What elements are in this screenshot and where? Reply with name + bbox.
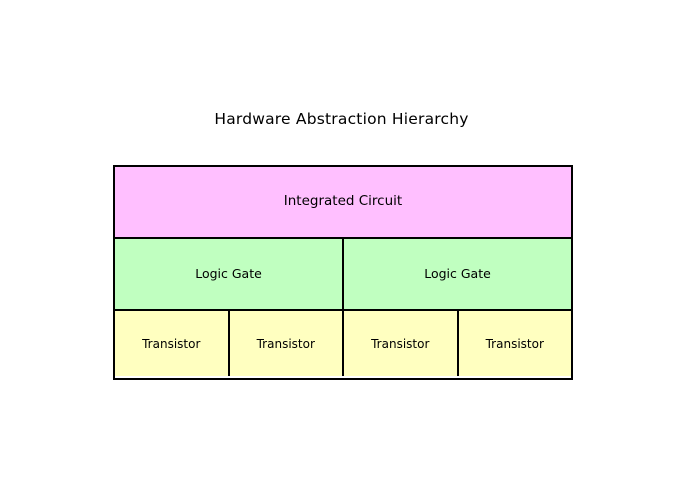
- tier-transistor: Transistor Transistor Transistor Transis…: [115, 309, 571, 376]
- block-label: Logic Gate: [195, 265, 262, 281]
- block-label: Integrated Circuit: [283, 193, 403, 210]
- block-transistor-2[interactable]: Transistor: [227, 311, 342, 376]
- block-logic-gate-1[interactable]: Logic Gate: [115, 239, 342, 309]
- block-label: Transistor: [371, 336, 430, 351]
- block-label: Logic Gate: [424, 265, 491, 281]
- block-label: Transistor: [256, 336, 315, 351]
- block-label: Transistor: [142, 336, 201, 351]
- block-transistor-4[interactable]: Transistor: [456, 311, 571, 376]
- block-logic-gate-2[interactable]: Logic Gate: [342, 239, 571, 309]
- block-integrated-circuit[interactable]: Integrated Circuit: [115, 167, 571, 237]
- hierarchy-diagram: Integrated Circuit Logic Gate Logic Gate…: [113, 165, 573, 380]
- block-transistor-1[interactable]: Transistor: [115, 311, 228, 376]
- tier-logic-gate: Logic Gate Logic Gate: [115, 237, 571, 309]
- page-title: Hardware Abstraction Hierarchy: [214, 110, 469, 128]
- tier-integrated-circuit: Integrated Circuit: [115, 167, 571, 237]
- block-transistor-3[interactable]: Transistor: [342, 311, 457, 376]
- block-label: Transistor: [485, 336, 544, 351]
